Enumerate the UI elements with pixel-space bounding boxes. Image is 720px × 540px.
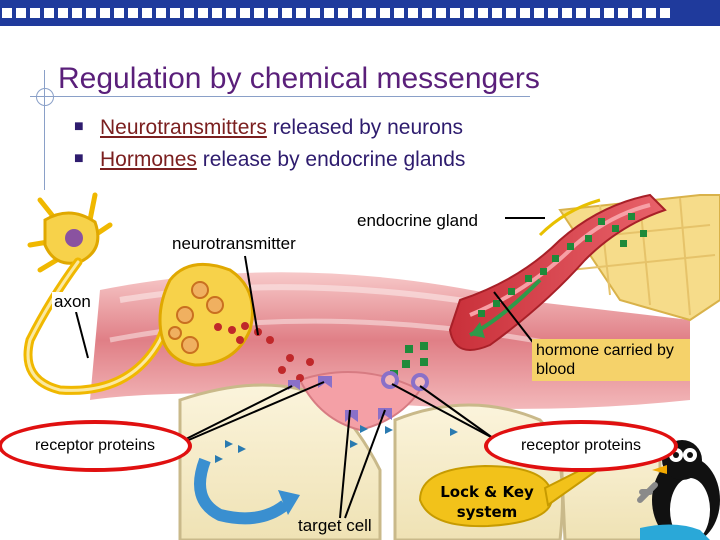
bullet-marker-icon: ■: [74, 150, 84, 167]
slide-title: Regulation by chemical messengers: [58, 62, 540, 95]
leader-lines: [75, 217, 545, 519]
bubble-line: Lock & Key: [440, 483, 534, 501]
label-endocrine-gland: endocrine gland: [355, 211, 480, 231]
label-receptor-proteins-left: receptor proteins: [0, 420, 192, 472]
label-target-cell: target cell: [298, 516, 372, 535]
bullet-marker-icon: ■: [74, 118, 84, 135]
title-decoration-circle: [36, 88, 54, 106]
label-hormone-carried: hormone carried by blood: [532, 339, 690, 381]
axon-terminal: [158, 262, 254, 367]
title-decoration-vline: [44, 70, 45, 190]
title-underline: [30, 96, 530, 97]
bullet-text: release by endocrine glands: [196, 148, 466, 171]
header-bar: [0, 0, 720, 26]
label-axon: axon: [52, 292, 93, 312]
header-squares: [2, 2, 670, 24]
bullet-term: Hormones: [100, 148, 197, 171]
bubble-line: system: [456, 503, 518, 521]
cell-response-arrow: [194, 457, 289, 525]
bullet-text: released by neurons: [266, 116, 464, 139]
label-receptor-proteins-right: receptor proteins: [484, 420, 678, 472]
bubble-text: Lock & Key system: [432, 482, 542, 522]
label-neurotransmitter: neurotransmitter: [170, 234, 298, 254]
signal-molecules: [215, 425, 458, 463]
bullet-term: Neurotransmitters: [100, 116, 267, 139]
